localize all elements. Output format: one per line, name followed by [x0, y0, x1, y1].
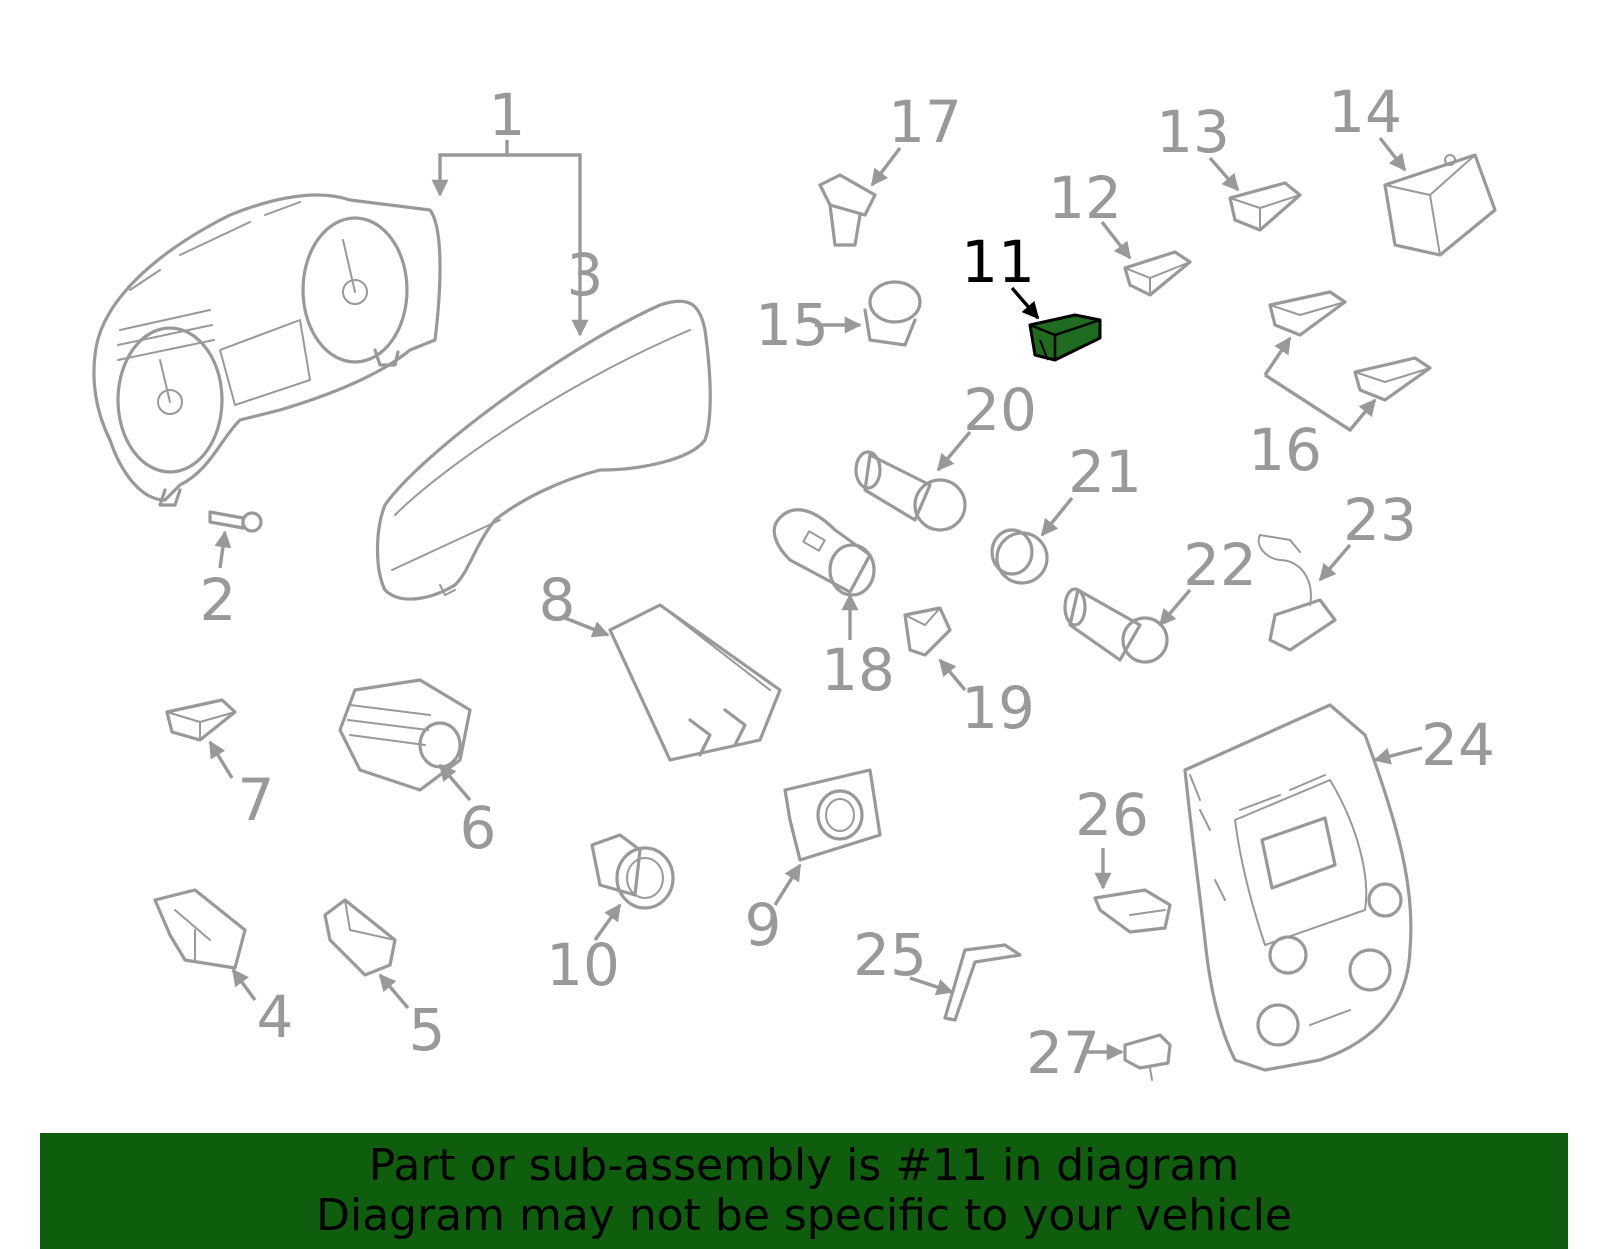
part-17-switch[interactable]	[818, 173, 877, 247]
leader-13	[1208, 156, 1240, 192]
part-8-housing[interactable]	[608, 603, 782, 762]
label-9: 9	[745, 891, 782, 959]
leader-10	[593, 903, 622, 941]
part-12-switch[interactable]	[1123, 250, 1192, 297]
leader-6	[438, 763, 472, 802]
leader-19	[938, 658, 967, 692]
banner-line-1: Part or sub-assembly is #11 in diagram	[368, 1140, 1240, 1191]
part-10-button[interactable]	[590, 833, 675, 910]
label-1: 1	[489, 81, 526, 149]
part-26-usb-port[interactable]	[1093, 888, 1172, 934]
leader-4	[231, 968, 257, 1002]
leader-16b	[1263, 336, 1292, 376]
part-21-ring[interactable]	[990, 528, 1049, 585]
part-11-switch-highlighted[interactable]	[1028, 313, 1102, 362]
part-14-module[interactable]	[1383, 153, 1497, 257]
label-13: 13	[1156, 98, 1230, 166]
part-13-switch[interactable]	[1228, 181, 1302, 232]
part-6-headlamp-switch[interactable]	[338, 678, 472, 792]
leader-21	[1040, 496, 1074, 537]
label-7: 7	[238, 766, 275, 834]
label-16: 16	[1248, 416, 1322, 484]
part-5-switch[interactable]	[323, 898, 397, 977]
part-20-socket[interactable]	[854, 450, 967, 532]
label-18: 18	[821, 636, 895, 704]
label-19: 19	[961, 674, 1035, 742]
leader-17	[870, 146, 902, 187]
part-7-switch[interactable]	[165, 698, 237, 742]
part-24-center-stack[interactable]	[1183, 703, 1413, 1072]
label-23: 23	[1343, 486, 1417, 554]
label-27: 27	[1026, 1019, 1100, 1087]
part-18-power-outlet[interactable]	[772, 508, 876, 597]
part-27-connector[interactable]	[1123, 1033, 1172, 1081]
label-4: 4	[257, 983, 294, 1051]
leader-5	[378, 973, 410, 1010]
label-20: 20	[963, 376, 1037, 444]
label-11: 11	[961, 228, 1035, 296]
label-6: 6	[460, 794, 497, 862]
label-21: 21	[1068, 438, 1142, 506]
leader-16a	[1264, 373, 1377, 433]
leader-20	[936, 430, 972, 472]
label-24: 24	[1421, 711, 1495, 779]
part-16-switches[interactable]	[1268, 290, 1432, 402]
leader-9	[773, 863, 802, 906]
part-19-clip[interactable]	[903, 606, 952, 657]
leader-11	[1010, 286, 1040, 320]
leader-1a	[431, 140, 509, 197]
banner-line-2: Diagram may not be specific to your vehi…	[316, 1190, 1292, 1241]
part-3-cluster-lens[interactable]	[375, 299, 712, 601]
label-2: 2	[200, 566, 237, 634]
part-15-knob[interactable]	[863, 280, 922, 347]
notice-banner: Part or sub-assembly is #11 in diagram D…	[40, 1133, 1568, 1249]
part-22-socket[interactable]	[1063, 587, 1169, 664]
leader-14	[1378, 136, 1407, 172]
leader-8	[564, 616, 610, 638]
label-22: 22	[1183, 531, 1257, 599]
label-10: 10	[546, 931, 620, 999]
leader-2	[214, 530, 232, 569]
label-17: 17	[888, 88, 962, 156]
label-5: 5	[409, 996, 446, 1064]
part-25-bracket[interactable]	[943, 943, 1022, 1022]
part-23-harness[interactable]	[1257, 534, 1337, 652]
label-14: 14	[1328, 78, 1402, 146]
part-2-screw[interactable]	[208, 510, 263, 533]
leader-12	[1100, 220, 1132, 260]
label-15: 15	[755, 291, 829, 359]
leader-23	[1318, 543, 1352, 582]
part-1-instrument-cluster[interactable]	[92, 193, 442, 507]
label-25: 25	[853, 921, 927, 989]
label-12: 12	[1048, 164, 1122, 232]
leader-7	[208, 740, 234, 779]
part-4-switch[interactable]	[153, 888, 247, 970]
part-9-button-bezel[interactable]	[783, 768, 882, 862]
leader-24	[1373, 746, 1423, 765]
leader-25	[909, 976, 954, 996]
label-26: 26	[1075, 781, 1149, 849]
leader-1b	[507, 153, 589, 337]
label-3: 3	[567, 241, 604, 309]
leader-22	[1158, 588, 1192, 627]
label-8: 8	[539, 566, 576, 634]
